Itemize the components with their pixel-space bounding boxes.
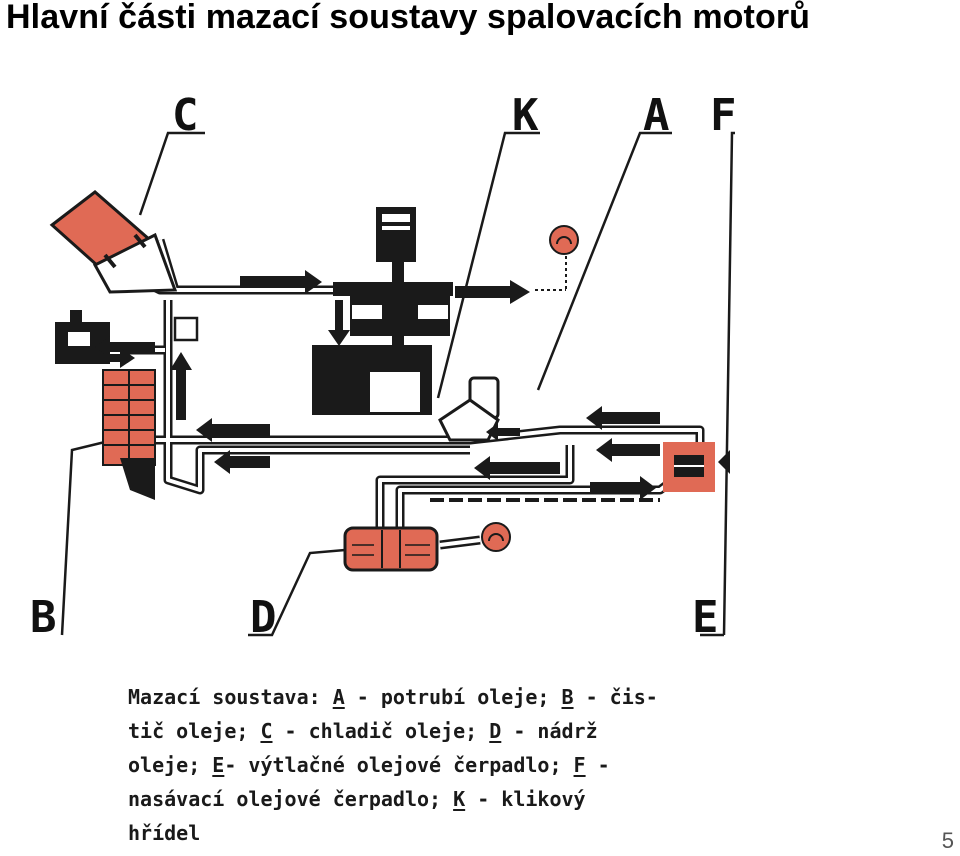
caption-line-5: hřídel (128, 816, 728, 850)
pressure-gauge-bottom (481, 522, 511, 552)
caption-line-4: nasávací olejové čerpadlo; K - klikový (128, 782, 728, 816)
caption-key-b: B (561, 685, 574, 709)
oil-filter (102, 369, 156, 500)
caption-key-e: E (212, 753, 225, 777)
label-d: D (250, 592, 277, 643)
caption-key-f: F (573, 753, 586, 777)
oil-cooler (49, 190, 178, 294)
flow-arrows (95, 270, 660, 500)
label-k: K (512, 90, 539, 141)
caption-text: hřídel (128, 821, 201, 845)
caption-key-k: K (453, 787, 466, 811)
caption-key-a: A (332, 685, 345, 709)
caption-text: nasávací olejové čerpadlo; (128, 787, 454, 811)
caption: Mazací soustava: A - potrubí oleje; B - … (128, 680, 728, 850)
caption-text: oleje; (128, 753, 213, 777)
engine-crankshaft (312, 207, 453, 415)
caption-text: Mazací soustava: (128, 685, 333, 709)
caption-text: - výtlačné olejové čerpadlo; (224, 753, 574, 777)
oil-pumps (663, 442, 730, 492)
caption-text: - (585, 753, 610, 777)
caption-key-d: D (489, 719, 502, 743)
lubrication-diagram: C K A F B D E (30, 90, 737, 643)
caption-key-c: C (260, 719, 273, 743)
caption-text: tič oleje; (128, 719, 261, 743)
pressure-valve (438, 376, 500, 442)
caption-line-1: Mazací soustava: A - potrubí oleje; B - … (128, 680, 728, 714)
oil-tank (343, 526, 439, 572)
caption-text: - potrubí oleje; (344, 685, 562, 709)
label-a: A (643, 90, 670, 141)
label-f: F (710, 90, 737, 141)
page-number: 5 (941, 828, 954, 853)
caption-text: - klikový (465, 787, 586, 811)
slide-title: Hlavní části mazací soustavy spalovacích… (6, 0, 811, 36)
label-e: E (692, 592, 719, 643)
caption-text: - chladič oleje; (272, 719, 490, 743)
label-c: C (172, 90, 199, 141)
caption-text: - nádrž (501, 719, 598, 743)
pressure-gauge-top (535, 225, 579, 291)
caption-line-2: tič oleje; C - chladič oleje; D - nádrž (128, 714, 728, 748)
caption-text: - čis- (573, 685, 658, 709)
label-b: B (30, 592, 57, 643)
caption-line-3: oleje; E- výtlačné olejové čerpadlo; F - (128, 748, 728, 782)
